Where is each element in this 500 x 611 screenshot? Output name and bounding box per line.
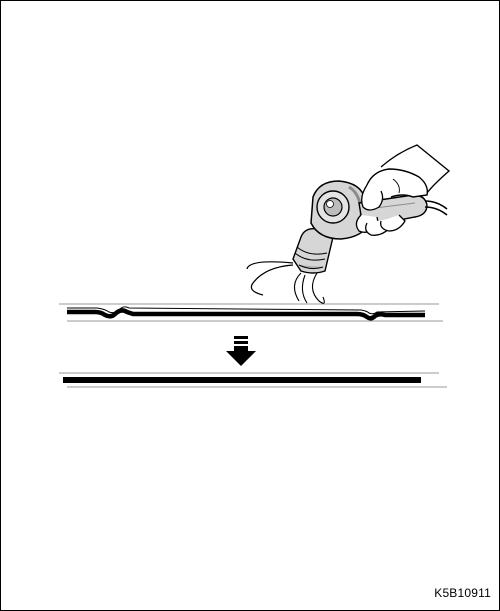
heat-gun-icon bbox=[246, 180, 448, 304]
thumb bbox=[361, 184, 384, 211]
airflow-line bbox=[293, 272, 302, 302]
airflow-line bbox=[311, 272, 325, 304]
finger bbox=[380, 214, 406, 232]
airflow-line bbox=[246, 261, 294, 270]
wrinkled-strip-panel bbox=[59, 303, 443, 322]
flattened-strip bbox=[63, 377, 421, 383]
airflow-line bbox=[250, 264, 294, 296]
airflow-line bbox=[301, 274, 308, 304]
hand-icon bbox=[355, 144, 451, 236]
wrinkled-strip bbox=[67, 308, 425, 321]
figure-code: K5B10911 bbox=[434, 586, 491, 600]
down-arrow-icon bbox=[226, 336, 256, 366]
forearm bbox=[380, 144, 451, 194]
wrinkled-strip-edge bbox=[67, 306, 426, 315]
power-cord bbox=[424, 200, 448, 210]
flattened-strip-panel bbox=[59, 372, 447, 388]
